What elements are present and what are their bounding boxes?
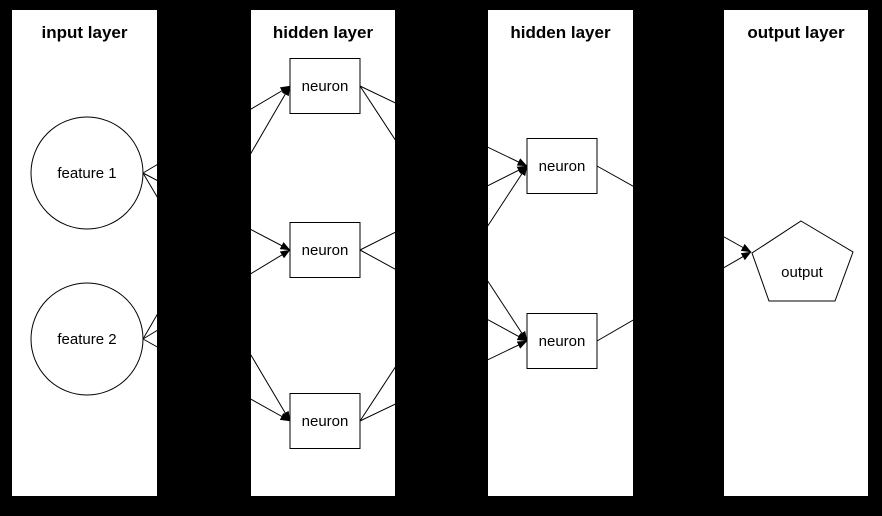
edge-h1-1-to-h2-2 xyxy=(359,85,528,342)
edges xyxy=(142,85,752,422)
nodes xyxy=(30,58,854,449)
edge-input-2-to-h1-3 xyxy=(142,338,291,422)
edge-input-1-to-h1-2 xyxy=(142,172,291,251)
node-h2-neuron-1 xyxy=(526,138,598,194)
label-h1-neuron-1: neuron xyxy=(302,78,349,95)
panel-hidden-layer-2 xyxy=(488,10,633,496)
edge-h1-3-to-h2-2 xyxy=(359,340,528,422)
title-hidden-layer-1: hidden layer xyxy=(273,23,374,42)
edge-input-2-to-h1-2 xyxy=(142,249,291,340)
label-feature-1: feature 1 xyxy=(57,165,116,182)
panel-input-layer xyxy=(12,10,157,496)
node-h2-neuron-2 xyxy=(526,313,598,369)
title-hidden-layer-2: hidden layer xyxy=(510,23,611,42)
edge-h2-1-to-output xyxy=(596,165,752,253)
label-h2-neuron-2: neuron xyxy=(539,333,586,350)
node-output-pentagon xyxy=(751,220,854,302)
layer-titles: input layer hidden layer hidden layer ou… xyxy=(42,23,846,42)
label-feature-2: feature 2 xyxy=(57,331,116,348)
edge-input-1-to-h1-3 xyxy=(142,172,291,422)
title-output-layer: output layer xyxy=(747,23,845,42)
edge-h2-2-to-output xyxy=(596,251,752,342)
node-labels: feature 1 feature 2 neuron neuron neuron… xyxy=(57,78,823,430)
label-h1-neuron-2: neuron xyxy=(302,242,349,259)
edge-h1-2-to-h2-2 xyxy=(359,249,528,342)
edge-h1-2-to-h2-1 xyxy=(359,165,528,251)
node-h1-neuron-1 xyxy=(289,58,361,114)
node-input-feature-2 xyxy=(30,282,144,396)
label-output: output xyxy=(781,264,824,281)
label-h1-neuron-3: neuron xyxy=(302,413,349,430)
node-input-feature-1 xyxy=(30,116,144,230)
title-input-layer: input layer xyxy=(42,23,128,42)
node-h1-neuron-3 xyxy=(289,393,361,449)
label-h2-neuron-1: neuron xyxy=(539,158,586,175)
edge-input-2-to-h1-1 xyxy=(142,85,291,340)
edge-h1-3-to-h2-1 xyxy=(359,165,528,422)
node-h1-neuron-2 xyxy=(289,222,361,278)
edge-input-1-to-h1-1 xyxy=(142,85,291,174)
edge-h1-1-to-h2-1 xyxy=(359,85,528,167)
